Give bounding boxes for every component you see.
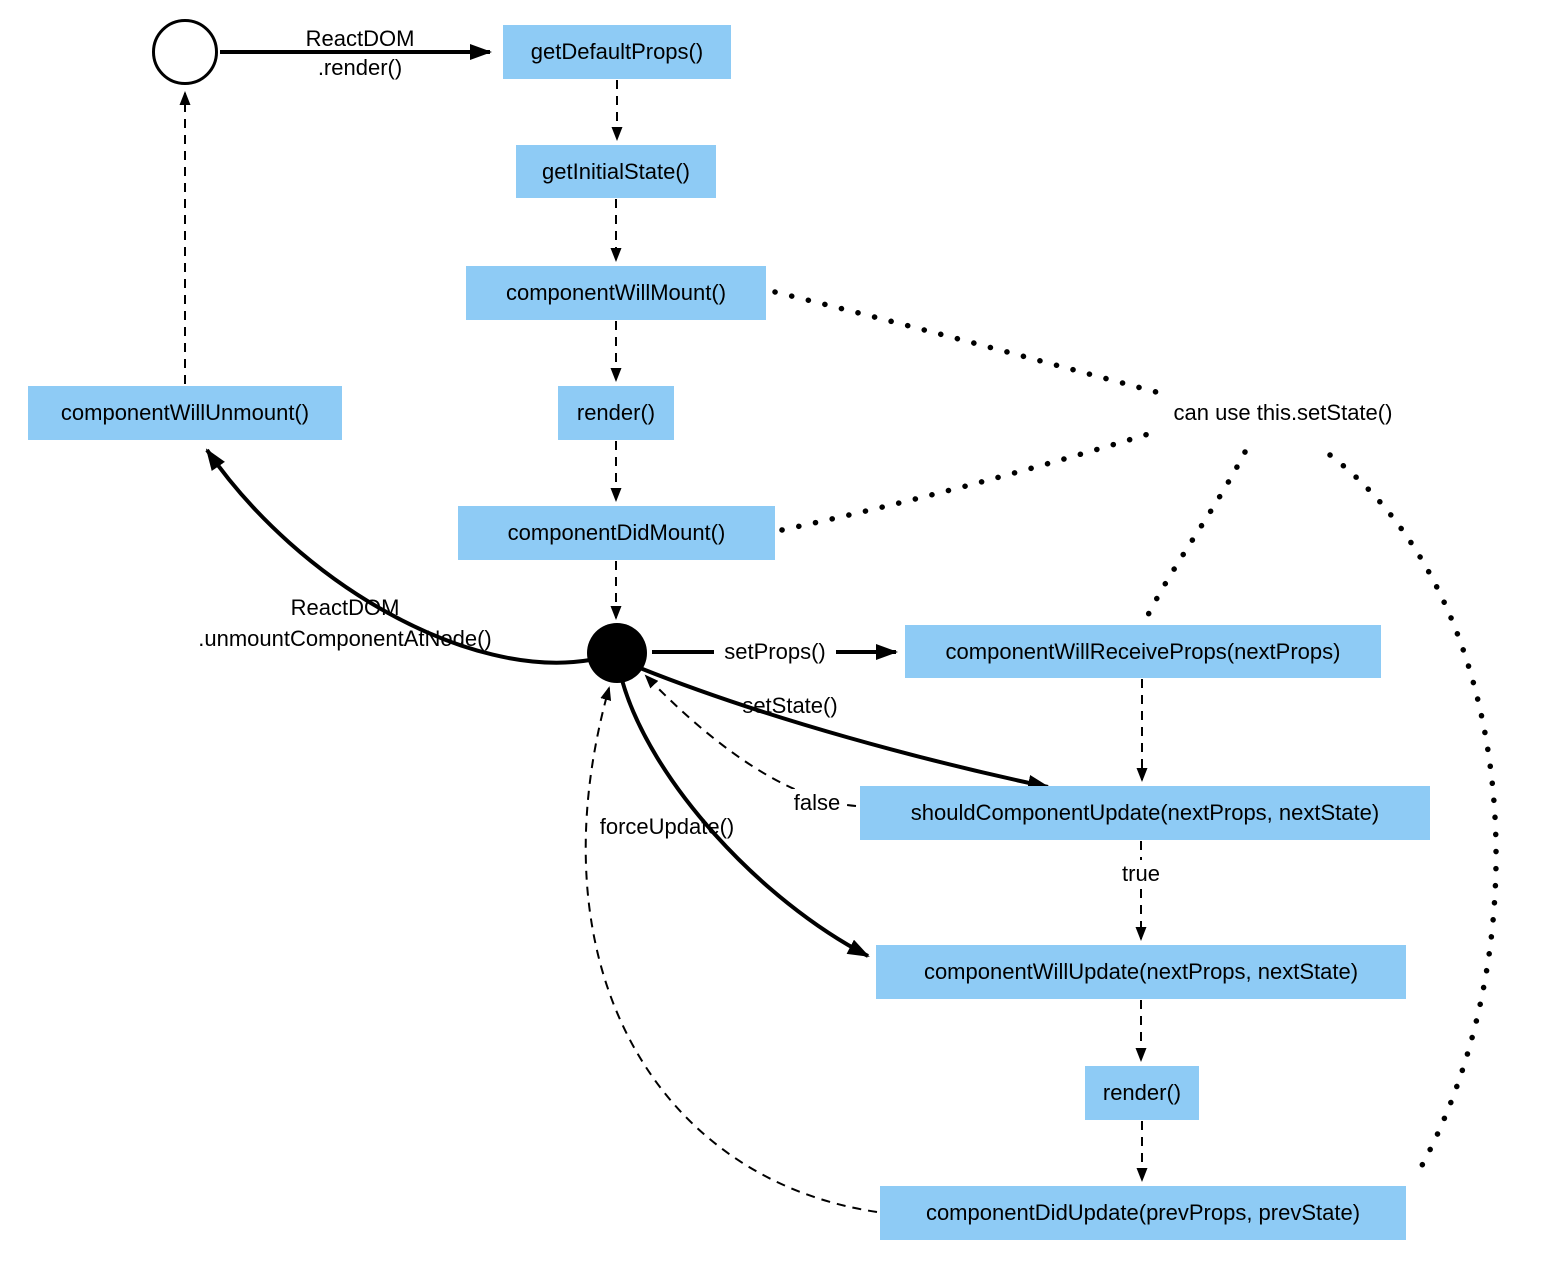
label-can-use-set-state: can use this.setState() bbox=[1173, 400, 1393, 425]
label-true-branch: true bbox=[1114, 860, 1168, 888]
dotted-didmount-to-setstate-note bbox=[779, 429, 1158, 533]
label-reactdom-render: ReactDOM .render() bbox=[305, 26, 415, 80]
label-set-props: setProps() bbox=[714, 638, 836, 666]
start-state-circle bbox=[152, 19, 218, 85]
node-render-update: render() bbox=[1085, 1066, 1199, 1120]
node-get-default-props: getDefaultProps() bbox=[503, 25, 731, 79]
node-component-did-mount: componentDidMount() bbox=[458, 506, 775, 560]
dotted-willmount-to-setstate-note bbox=[772, 289, 1163, 396]
label-reactdom-unmount: ReactDOM .unmountComponentAtNode() bbox=[198, 595, 492, 651]
edge-set-state bbox=[639, 666, 1050, 791]
dotted-note-to-willreceiveprops bbox=[1145, 449, 1248, 618]
node-render-mount: render() bbox=[558, 386, 674, 440]
edge-didupdate-to-hub bbox=[584, 686, 878, 1213]
dotted-note-to-didupdate bbox=[1327, 452, 1499, 1181]
node-component-will-unmount: componentWillUnmount() bbox=[28, 386, 342, 440]
node-should-component-update: shouldComponentUpdate(nextProps, nextSta… bbox=[860, 786, 1430, 840]
node-component-will-mount: componentWillMount() bbox=[466, 266, 766, 320]
node-component-did-update: componentDidUpdate(prevProps, prevState) bbox=[880, 1186, 1406, 1240]
label-false-branch: false bbox=[789, 789, 845, 817]
node-component-will-update: componentWillUpdate(nextProps, nextState… bbox=[876, 945, 1406, 999]
node-get-initial-state: getInitialState() bbox=[516, 145, 716, 198]
label-set-state: setState() bbox=[742, 693, 838, 718]
node-component-will-receive-props: componentWillReceiveProps(nextProps) bbox=[905, 625, 1381, 678]
edge-force-update bbox=[620, 679, 870, 958]
label-force-update: forceUpdate() bbox=[599, 814, 735, 839]
mounted-state-dot bbox=[587, 623, 647, 683]
edge-unmount-component-at-node bbox=[205, 448, 591, 665]
